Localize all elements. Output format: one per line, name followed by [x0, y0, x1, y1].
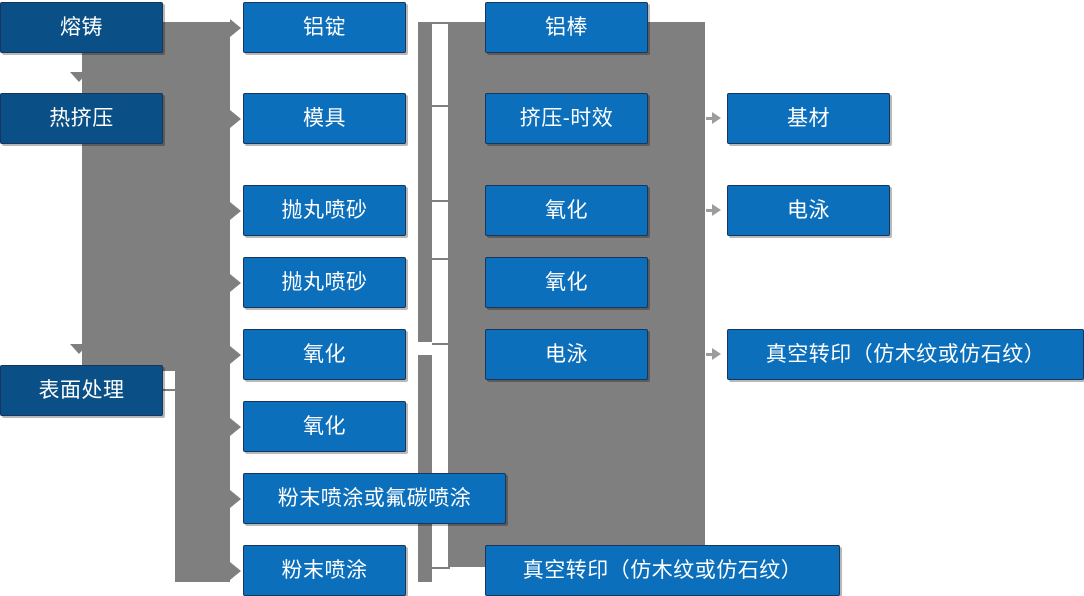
node-label: 电泳 [787, 199, 830, 222]
node-o3[interactable]: 真空转印（仿木纹或仿石纹） [727, 329, 1084, 380]
down-arrow-extrude-to-surface [70, 344, 88, 354]
node-m6[interactable]: 氧化 [243, 401, 406, 452]
arrow-stem-to-substrate [706, 117, 716, 120]
node-label: 熔铸 [60, 16, 103, 39]
node-label: 粉末喷涂 [281, 559, 368, 582]
node-label: 真空转印（仿木纹或仿石纹） [522, 559, 803, 582]
node-label: 热挤压 [49, 107, 114, 130]
node-label: 氧化 [545, 271, 588, 294]
node-label: 抛丸喷砂 [281, 271, 368, 294]
arrow-to-shotblast-1 [230, 202, 241, 220]
stub-surface-to-band [163, 389, 179, 391]
node-s1[interactable]: 熔铸 [0, 2, 163, 53]
arrow-to-aluminum-ingot [230, 19, 241, 37]
node-m3[interactable]: 抛丸喷砂 [243, 185, 406, 236]
tick-spine-6 [432, 567, 450, 569]
node-label: 抛丸喷砂 [281, 199, 368, 222]
arrow-to-oxidation-2 [230, 418, 241, 436]
node-label: 表面处理 [38, 379, 125, 402]
node-label: 氧化 [545, 199, 588, 222]
spine-material-to-process-lower [418, 355, 432, 582]
arrow-to-mold [230, 110, 241, 128]
arrow-to-powder-coating [230, 562, 241, 580]
node-p1[interactable]: 铝棒 [485, 2, 648, 53]
node-s2[interactable]: 热挤压 [0, 93, 163, 144]
spine-material-to-process-upper [418, 22, 432, 342]
down-arrow-melt-to-extrude [70, 72, 88, 82]
node-label: 氧化 [303, 415, 346, 438]
tick-spine-2 [432, 105, 450, 107]
connector-band-surface-lower [175, 22, 230, 582]
node-p4[interactable]: 氧化 [485, 257, 648, 308]
node-label: 真空转印（仿木纹或仿石纹） [765, 343, 1046, 366]
node-label: 模具 [303, 107, 346, 130]
node-m1[interactable]: 铝锭 [243, 2, 406, 53]
arrow-stem-to-electrophoresis [706, 209, 716, 212]
tick-spine-4 [432, 258, 450, 260]
node-label: 铝棒 [545, 16, 588, 39]
node-m5[interactable]: 氧化 [243, 329, 406, 380]
node-label: 挤压-时效 [519, 107, 614, 130]
node-label: 基材 [787, 107, 830, 130]
arrow-to-electrophoresis [712, 204, 721, 216]
node-label: 粉末喷涂或氟碳喷涂 [277, 487, 472, 510]
arrow-stem-to-vacuum-transfer [706, 353, 716, 356]
arrow-to-vacuum-transfer [712, 348, 721, 360]
node-label: 电泳 [545, 343, 588, 366]
node-m8[interactable]: 粉末喷涂 [243, 545, 406, 596]
tick-spine-5 [432, 343, 450, 345]
arrow-to-powder-or-fluorocarbon [230, 490, 241, 508]
node-m4[interactable]: 抛丸喷砂 [243, 257, 406, 308]
node-p2[interactable]: 挤压-时效 [485, 93, 648, 144]
tick-spine-3 [432, 200, 450, 202]
node-label: 氧化 [303, 343, 346, 366]
node-o2[interactable]: 电泳 [727, 185, 890, 236]
arrow-to-oxidation-1 [230, 346, 241, 364]
node-label: 铝锭 [303, 16, 346, 39]
node-m2[interactable]: 模具 [243, 93, 406, 144]
node-o1[interactable]: 基材 [727, 93, 890, 144]
node-s3[interactable]: 表面处理 [0, 365, 163, 416]
arrow-to-substrate [712, 112, 721, 124]
node-m7[interactable]: 粉末喷涂或氟碳喷涂 [243, 473, 506, 524]
arrow-to-shotblast-2 [230, 274, 241, 292]
connector-band-stage-to-material [82, 22, 175, 371]
node-p6[interactable]: 真空转印（仿木纹或仿石纹） [485, 545, 840, 596]
node-p3[interactable]: 氧化 [485, 185, 648, 236]
tick-spine-1 [432, 22, 450, 24]
node-p5[interactable]: 电泳 [485, 329, 648, 380]
